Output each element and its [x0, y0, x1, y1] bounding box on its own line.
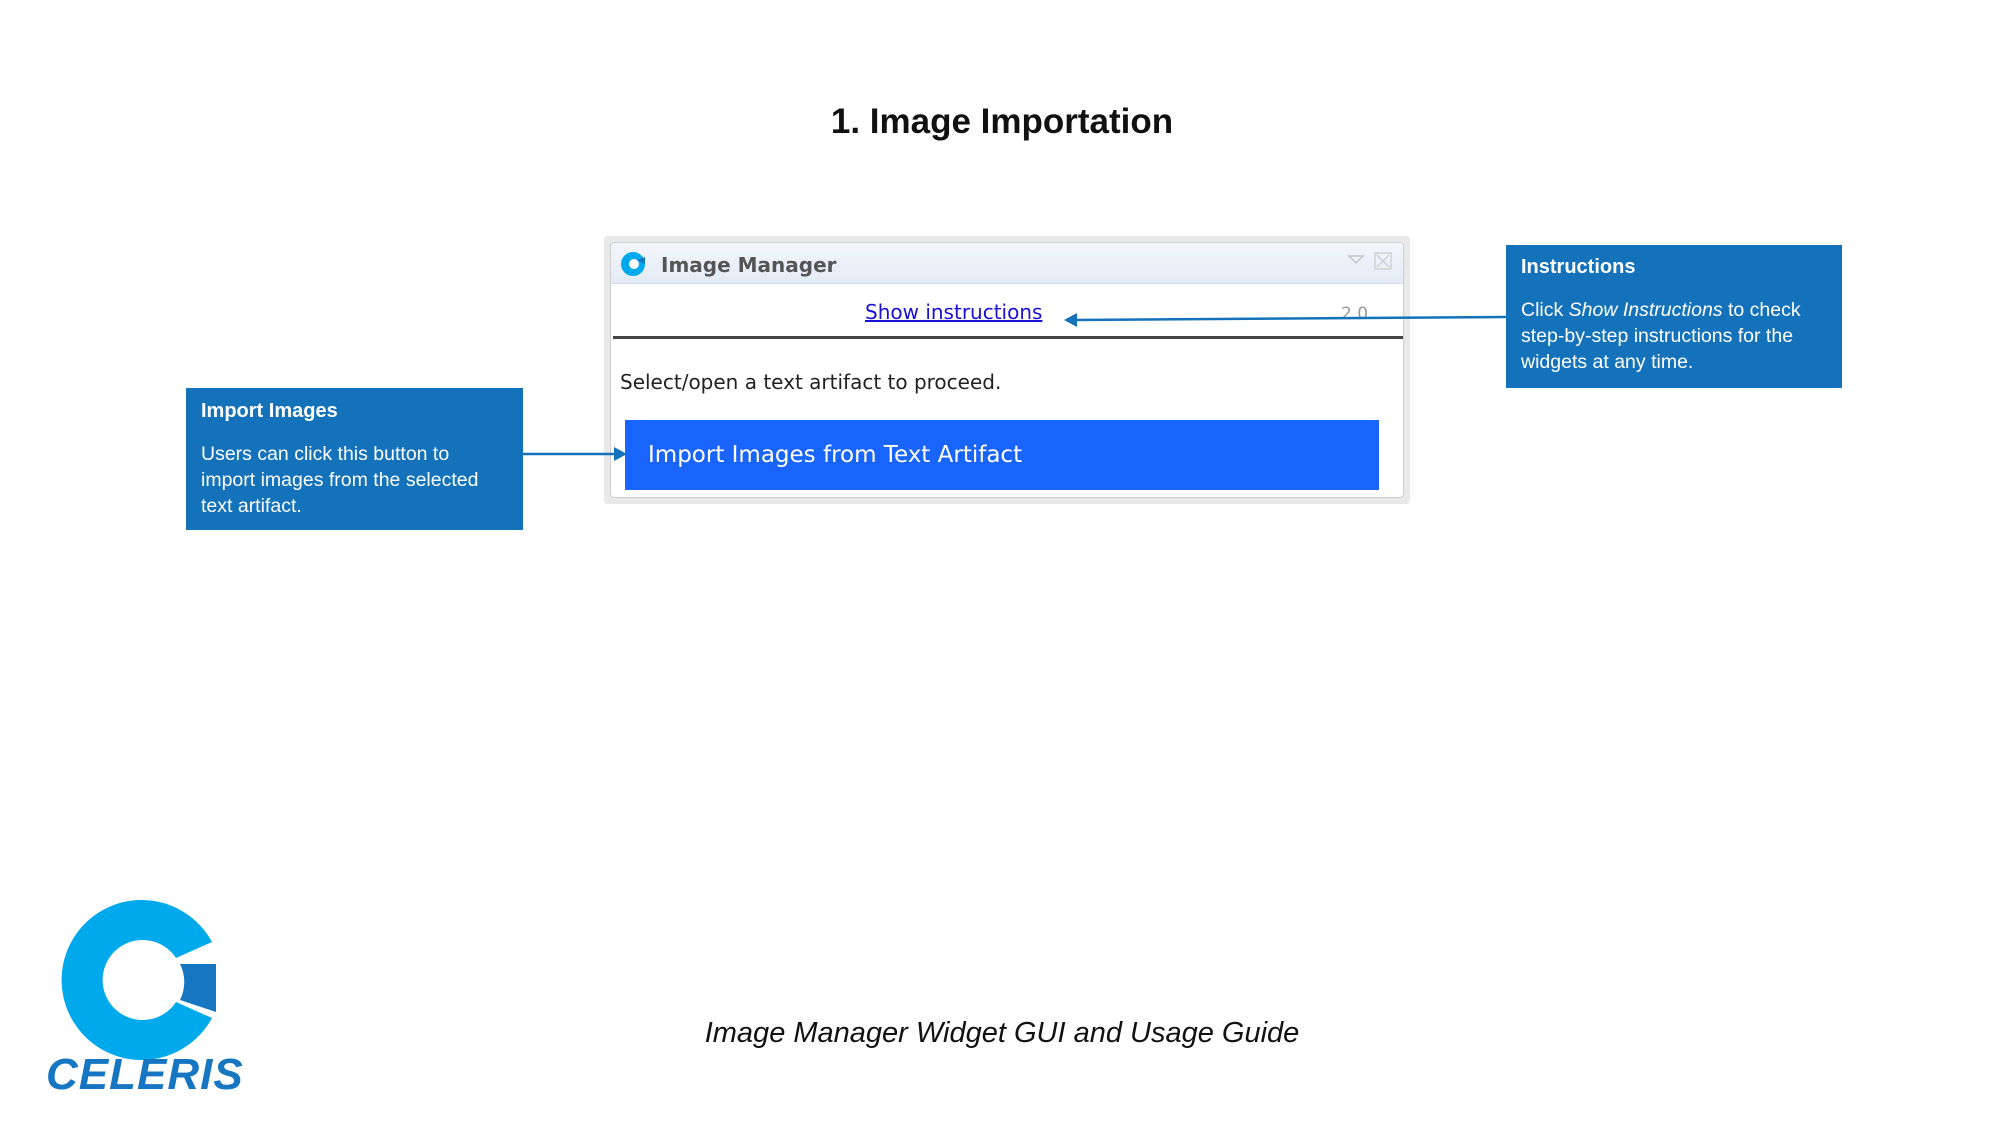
- show-instructions-link[interactable]: Show instructions: [865, 300, 1043, 324]
- callout-title: Instructions: [1521, 256, 1636, 278]
- close-icon[interactable]: [1373, 251, 1393, 271]
- prompt-text: Select/open a text artifact to proceed.: [620, 370, 1002, 394]
- widget-title: Image Manager: [661, 253, 837, 277]
- instructions-row: Show instructions 2.0: [611, 283, 1403, 333]
- instructions-callout: Instructions Click Show Instructions to …: [1506, 245, 1842, 388]
- callout-body-suffix: to check step-by-step instructions for t…: [1521, 299, 1801, 373]
- import-images-button[interactable]: Import Images from Text Artifact: [625, 420, 1379, 490]
- logo-wordmark: CELERIS: [46, 1050, 244, 1099]
- footer-caption: Image Manager Widget GUI and Usage Guide: [704, 1017, 1300, 1049]
- callout-body-prefix: Click: [1521, 299, 1569, 321]
- triangle-down-icon[interactable]: [1347, 251, 1365, 269]
- divider: [613, 336, 1403, 339]
- callout-body: Click Show Instructions to check step-by…: [1521, 297, 1827, 375]
- callout-body: Users can click this button to import im…: [201, 443, 479, 517]
- image-manager-widget: Image Manager Show instructions 2.0 Sele…: [604, 236, 1410, 504]
- page-title: 1. Image Importation: [830, 102, 1174, 141]
- widget-titlebar: Image Manager: [611, 243, 1403, 284]
- import-images-callout: Import Images Users can click this butto…: [186, 388, 523, 530]
- celeris-app-icon: [621, 252, 645, 276]
- callout-title: Import Images: [201, 400, 338, 422]
- callout-body-emphasis: Show Instructions: [1568, 299, 1723, 321]
- celeris-logo-icon: [61, 900, 216, 1060]
- version-label: 2.0: [1341, 304, 1369, 324]
- widget-panel: Image Manager Show instructions 2.0 Sele…: [610, 242, 1404, 498]
